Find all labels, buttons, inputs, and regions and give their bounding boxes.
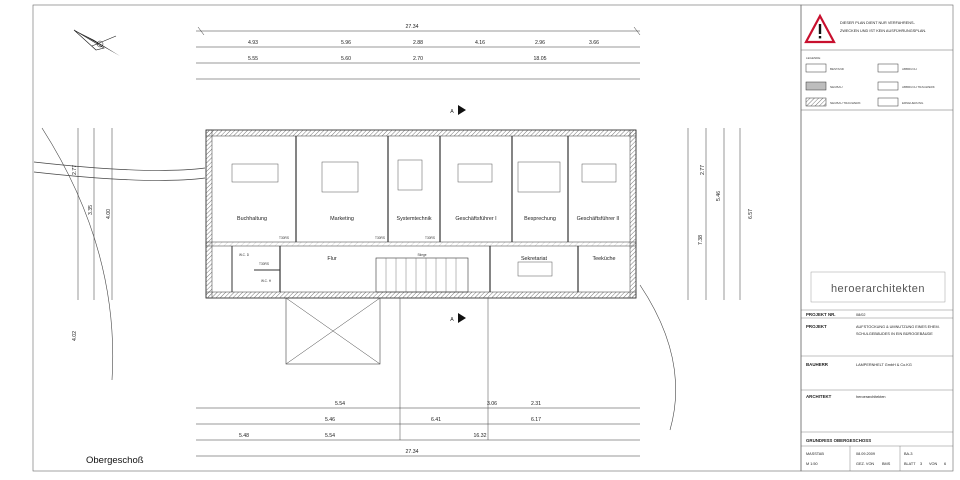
warning-text-1: DIESER PLAN DIENT NUR VERFAHRENS-	[840, 21, 916, 25]
projekt-nr: 08/02	[856, 313, 866, 317]
dim-bottom-r2-c: 6.17	[531, 417, 541, 423]
architekt: heroerarchitekten	[856, 395, 886, 399]
dim-right-2: 5.46	[716, 191, 722, 201]
furniture	[231, 159, 617, 277]
gez: BMS	[882, 462, 891, 466]
projekt-line-2: SCHULGEBÄUDES IN EIN BÜROGEBÄUDE	[856, 332, 933, 336]
logo-text: heroerarchitekten	[831, 283, 925, 295]
legend-item-4: ABBRUCH TRAGWERK	[902, 85, 935, 89]
dim-top-r2-c: 2.70	[413, 56, 423, 62]
dim-bottom-r1-c: 2.31	[531, 401, 541, 407]
dim-top-r2-a: 5.55	[248, 56, 258, 62]
legend-item-1: BESTAND	[830, 67, 845, 71]
stair-icon	[375, 257, 469, 293]
dim-top-r1-b: 5.96	[341, 40, 351, 46]
projekt-nr-label: PROJEKT NR.	[806, 312, 836, 317]
dim-bottom-r2-a: 5.46	[325, 417, 335, 423]
plan-nr: BA-3	[904, 452, 912, 456]
atrium-void	[285, 297, 381, 365]
dim-bottom-overall: 27.34	[406, 449, 419, 455]
dim-right-3: 7.38	[698, 235, 704, 245]
warning-icon	[804, 13, 836, 44]
dim-top-overall: 27.34	[406, 24, 419, 30]
room-systemtechnik: Systemtechnik	[396, 216, 431, 222]
site-boundary	[33, 161, 206, 171]
room-marketing: Marketing	[330, 216, 354, 222]
stair-label: Stiege	[417, 253, 426, 257]
projekt-label: PROJEKT	[806, 324, 827, 329]
datum: 08.09.2009	[856, 452, 875, 456]
room-wc-d: W.C. D	[239, 253, 250, 257]
north-arrow-icon	[73, 29, 120, 56]
room-teekueche: Teeküche	[592, 256, 615, 262]
room-flur: Flur	[327, 256, 336, 262]
dim-top-r1-d: 4.16	[475, 40, 485, 46]
dim-left-2: 3.35	[88, 205, 94, 215]
projekt-line-1: AUFSTOCKUNG & UMNUTZUNG EINES EHEM.	[856, 325, 940, 329]
dim-top-r1-e: 2.96	[535, 40, 545, 46]
door-label-3: T30RS	[425, 236, 435, 240]
section-label-top: A	[450, 109, 454, 115]
massstab: M 1:50	[806, 462, 818, 466]
dim-bottom-r1-b: 3.06	[487, 401, 497, 407]
legend-item-6: ERNEUERUNG	[902, 101, 924, 105]
blatt-label: BLATT	[904, 462, 916, 466]
section-mark-top-icon	[458, 105, 466, 115]
von: 6	[944, 462, 946, 466]
title-block-frame	[800, 4, 954, 472]
room-sekretariat: Sekretariat	[521, 256, 548, 262]
door-label-1: T30RS	[279, 236, 289, 240]
dim-right-1: 2.77	[700, 165, 706, 175]
dim-bottom-r3-b: 5.54	[325, 433, 335, 439]
section-label-bottom: A	[450, 317, 454, 323]
room-buchhaltung: Buchhaltung	[237, 216, 267, 222]
dim-left-1: 2.77	[72, 165, 78, 175]
plan-title: GRUNDRISS OBERGESCHOSS	[806, 438, 871, 443]
dim-right-4: 6.57	[748, 209, 754, 219]
logo-frame	[810, 271, 946, 303]
dim-top-r1-c: 2.88	[413, 40, 423, 46]
dim-left-4: 4.02	[72, 331, 78, 341]
legend-item-2: ABBRUCH	[902, 67, 917, 71]
blatt: 3	[920, 462, 922, 466]
dim-top-r2-d: 18.05	[534, 56, 547, 62]
door-label-2: T30RS	[375, 236, 385, 240]
bauherr: LAMPERNHELT GmbH & Co.KG	[856, 363, 912, 367]
door-label-4: T30RS	[259, 262, 269, 266]
dim-top-r1-f: 3.66	[589, 40, 599, 46]
room-besprechung: Besprechung	[524, 216, 556, 222]
section-mark-bottom-icon	[458, 313, 466, 323]
legend-title: LEGENDE	[806, 56, 820, 60]
room-gf2: Geschäftsführer II	[577, 216, 620, 222]
warning-text-2: ZWECKEN UND IST KEIN AUSFÜHRUNGSPLAN.	[840, 29, 926, 33]
side-dimensions	[77, 128, 741, 300]
von-label: VON	[929, 462, 937, 466]
dim-left-3: 4.00	[106, 209, 112, 219]
dim-bottom-r3-c: 16.32	[474, 433, 487, 439]
dim-top-r2-b: 5.60	[341, 56, 351, 62]
dim-bottom-r3-a: 5.48	[239, 433, 249, 439]
bottom-dimensions	[196, 407, 640, 457]
building-walls	[205, 129, 637, 299]
dim-top-r1-a: 4.93	[248, 40, 258, 46]
dim-bottom-r1-a: 5.54	[335, 401, 345, 407]
gez-label: GEZ. VON	[856, 462, 874, 466]
bauherr-label: BAUHERR	[806, 362, 829, 367]
legend-item-5: NEUBAU TRAGWERK	[830, 101, 861, 105]
top-dimensions	[196, 26, 641, 80]
legend-swatches	[805, 63, 899, 107]
room-wc-h: W.C. H	[261, 279, 272, 283]
dim-bottom-r2-b: 6.41	[431, 417, 441, 423]
legend-item-3: NEUBAU	[830, 85, 843, 89]
sheet-title: Obergeschoß	[86, 455, 144, 466]
room-gf1: Geschäftsführer I	[455, 216, 496, 222]
architekt-label: ARCHITEKT	[806, 394, 832, 399]
massstab-label: MASSTAB	[806, 452, 824, 456]
